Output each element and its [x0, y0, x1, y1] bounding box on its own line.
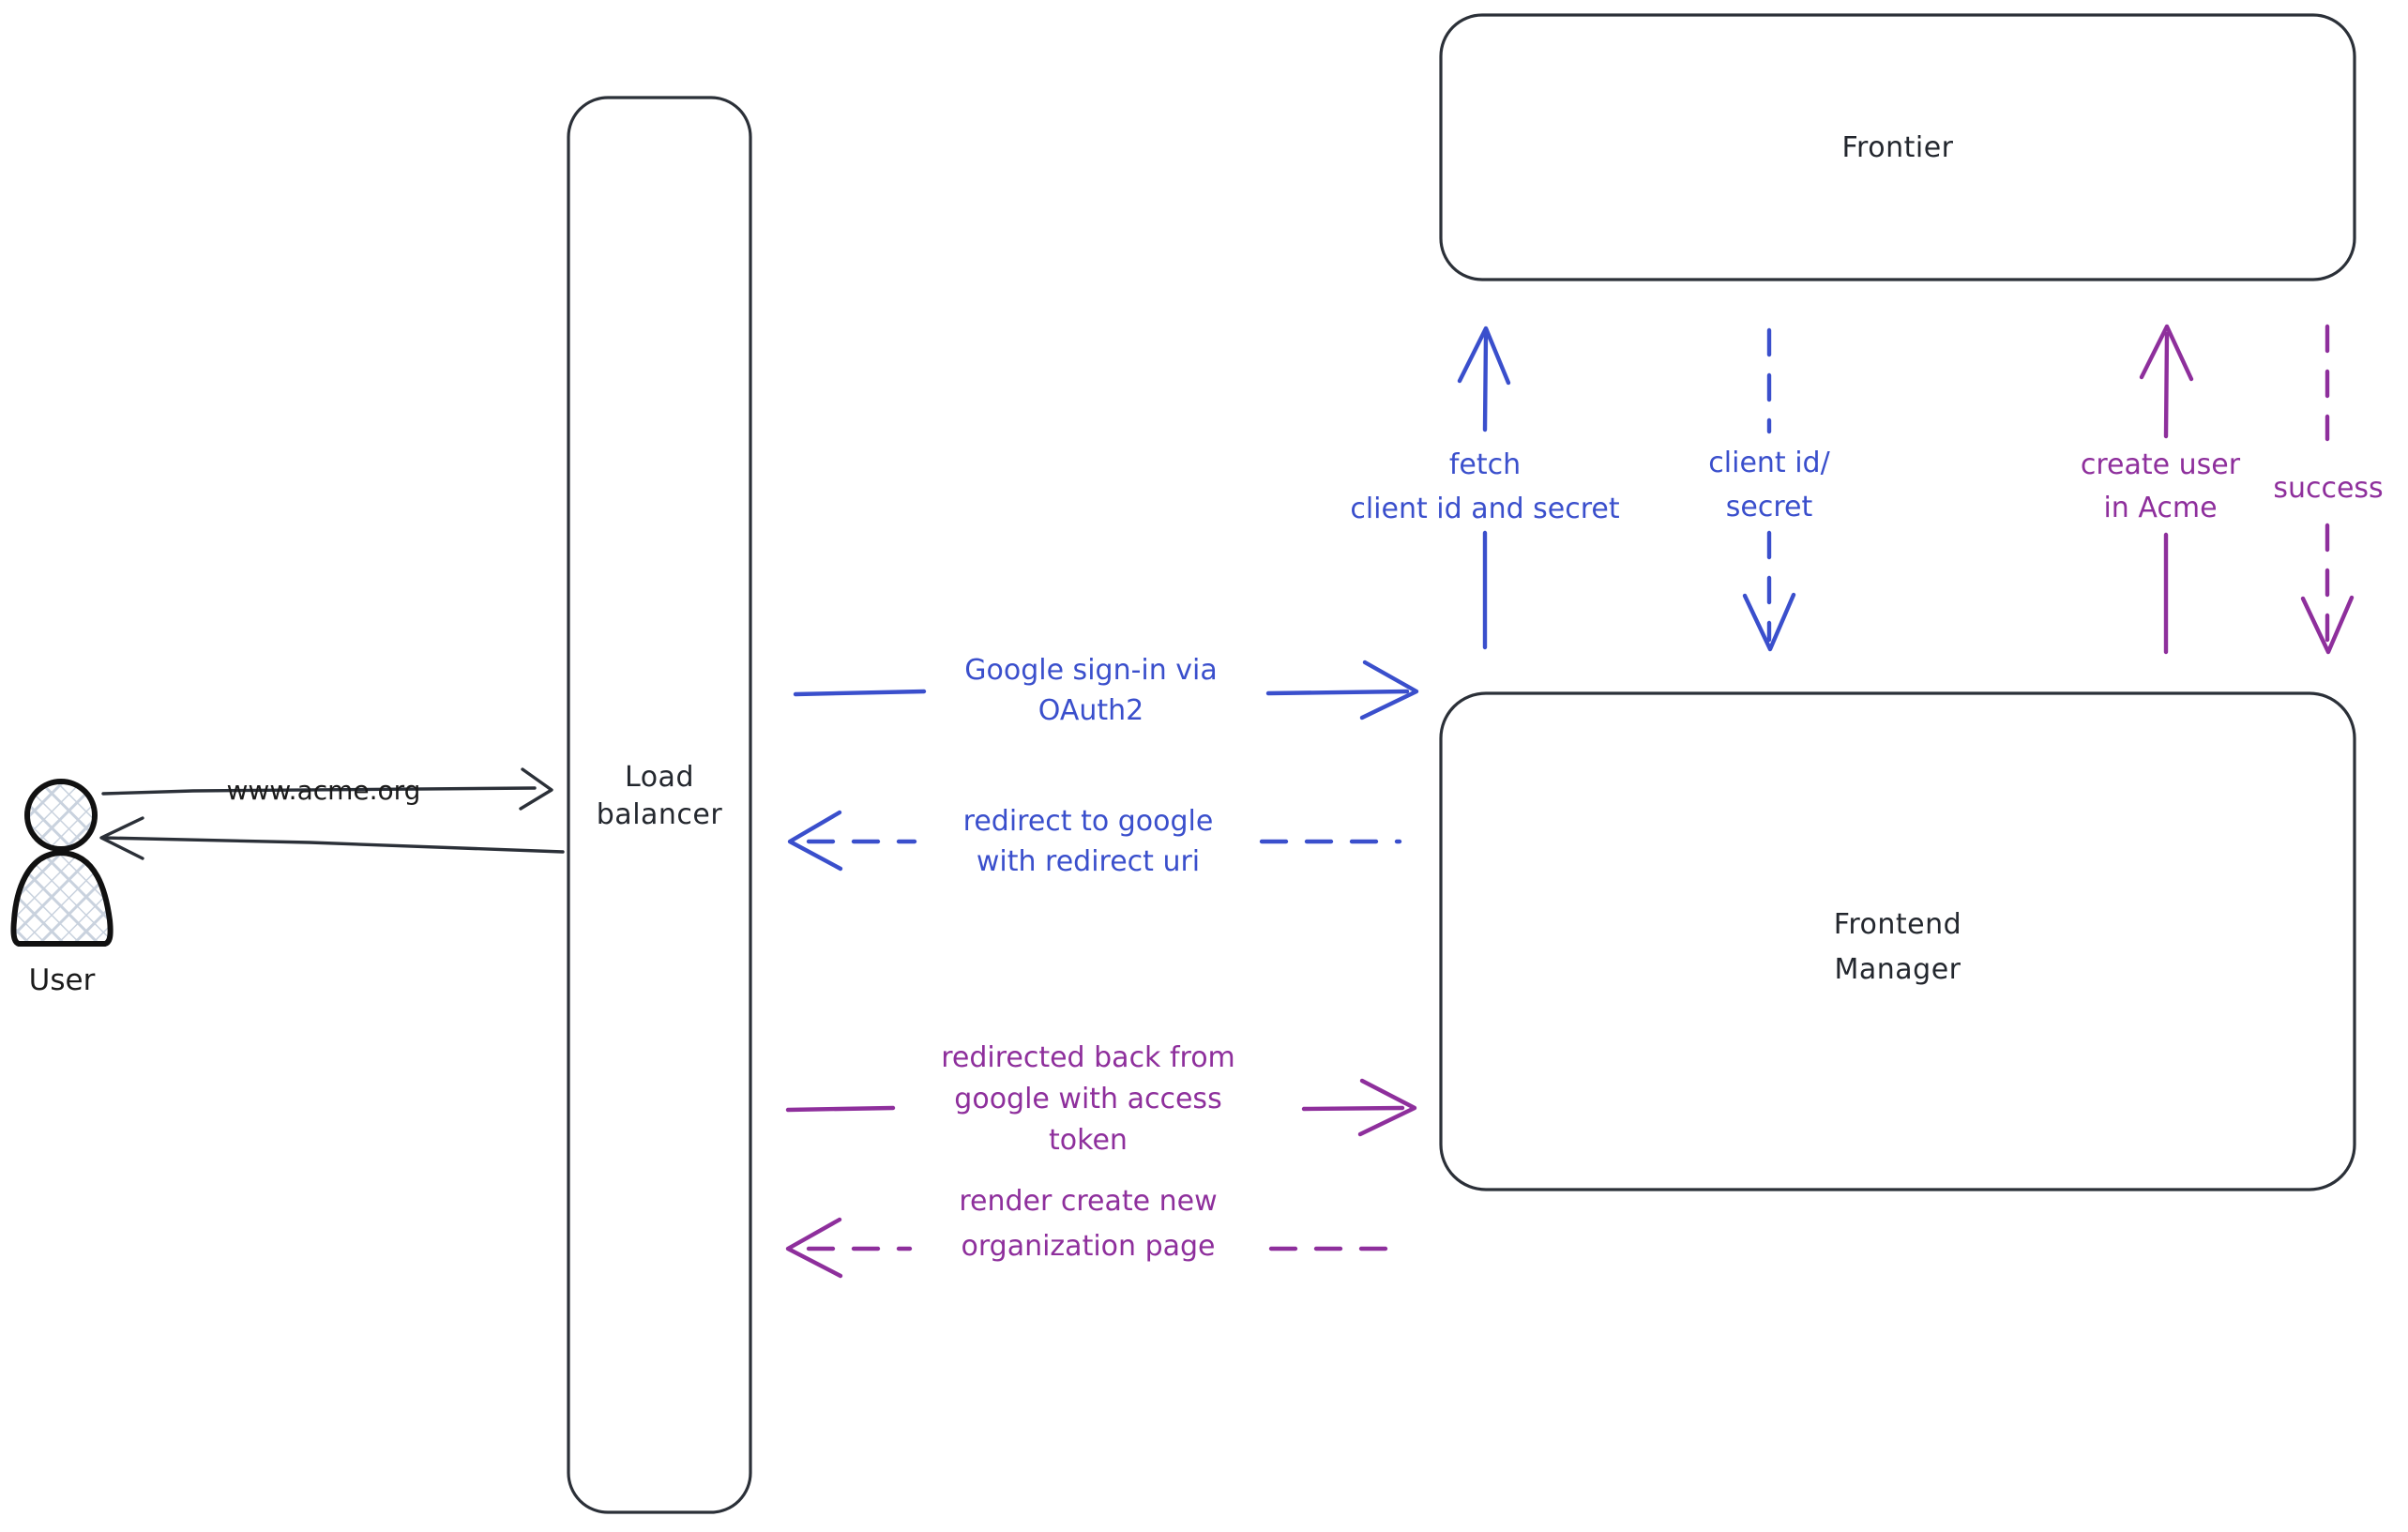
person-head-icon	[24, 779, 98, 852]
load-balancer-label-line2: balancer	[597, 798, 723, 831]
edge-client-id-secret-label-line2: secret	[1726, 491, 1813, 523]
edge-client-id-secret[interactable]: client id/ secret	[1708, 327, 1831, 652]
edge-success-label: success	[2273, 472, 2383, 505]
frontend-manager-label-line2: Manager	[1835, 953, 1961, 986]
user-actor[interactable]: User	[10, 779, 114, 997]
edge-redirected-back-with-access-token[interactable]: redirected back from google with access …	[785, 1041, 1417, 1157]
edge-fetch-label-line2: client id and secret	[1350, 493, 1620, 525]
edge-redirect-to-google-label-line1: redirect to google	[963, 805, 1214, 838]
edge-access-token-label-line3: token	[1049, 1124, 1128, 1157]
edge-user-to-load-balancer[interactable]: www.acme.org	[101, 767, 553, 811]
edge-fetch-client-id-and-secret[interactable]: fetch client id and secret	[1350, 326, 1620, 650]
edge-render-create-new-organization-page[interactable]: render create new organization page	[785, 1185, 1405, 1279]
edge-redirect-to-google[interactable]: redirect to google with redirect uri	[787, 805, 1402, 878]
edge-google-signin-via-oauth2[interactable]: Google sign-in via OAuth2	[793, 654, 1419, 727]
person-body-icon	[10, 850, 114, 947]
edge-create-user-in-acme[interactable]: create user in Acme	[2081, 324, 2241, 655]
load-balancer-node[interactable]: Load balancer	[567, 96, 752, 1514]
edge-access-token-label-line1: redirected back from	[941, 1041, 1235, 1074]
frontier-shape	[1439, 13, 2356, 281]
edge-fetch-label-line1: fetch	[1449, 448, 1521, 481]
edge-redirect-to-google-label-line2: with redirect uri	[977, 845, 1200, 878]
user-actor-label: User	[29, 963, 96, 997]
edge-render-org-page-label-line1: render create new	[959, 1185, 1217, 1218]
frontend-manager-shape	[1439, 691, 2356, 1191]
edge-load-balancer-to-user[interactable]	[99, 816, 565, 860]
edge-client-id-secret-label-line1: client id/	[1708, 447, 1830, 479]
frontend-manager-label-line1: Frontend	[1834, 908, 1961, 941]
edge-create-user-label-line2: in Acme	[2103, 492, 2217, 524]
frontier-label: Frontier	[1841, 131, 1953, 164]
frontier-node[interactable]: Frontier	[1439, 13, 2356, 281]
edge-access-token-label-line2: google with access	[954, 1083, 1221, 1115]
edge-user-to-load-balancer-label: www.acme.org	[227, 775, 421, 806]
load-balancer-label-line1: Load	[625, 761, 694, 794]
edge-create-user-label-line1: create user	[2081, 448, 2241, 481]
edge-render-org-page-label-line2: organization page	[962, 1230, 1216, 1263]
edge-success[interactable]: success	[2273, 324, 2384, 655]
edge-google-signin-label-line1: Google sign-in via	[964, 654, 1218, 687]
load-balancer-shape	[567, 96, 752, 1514]
frontend-manager-node[interactable]: Frontend Manager	[1439, 691, 2356, 1191]
edge-google-signin-label-line2: OAuth2	[1038, 694, 1144, 727]
